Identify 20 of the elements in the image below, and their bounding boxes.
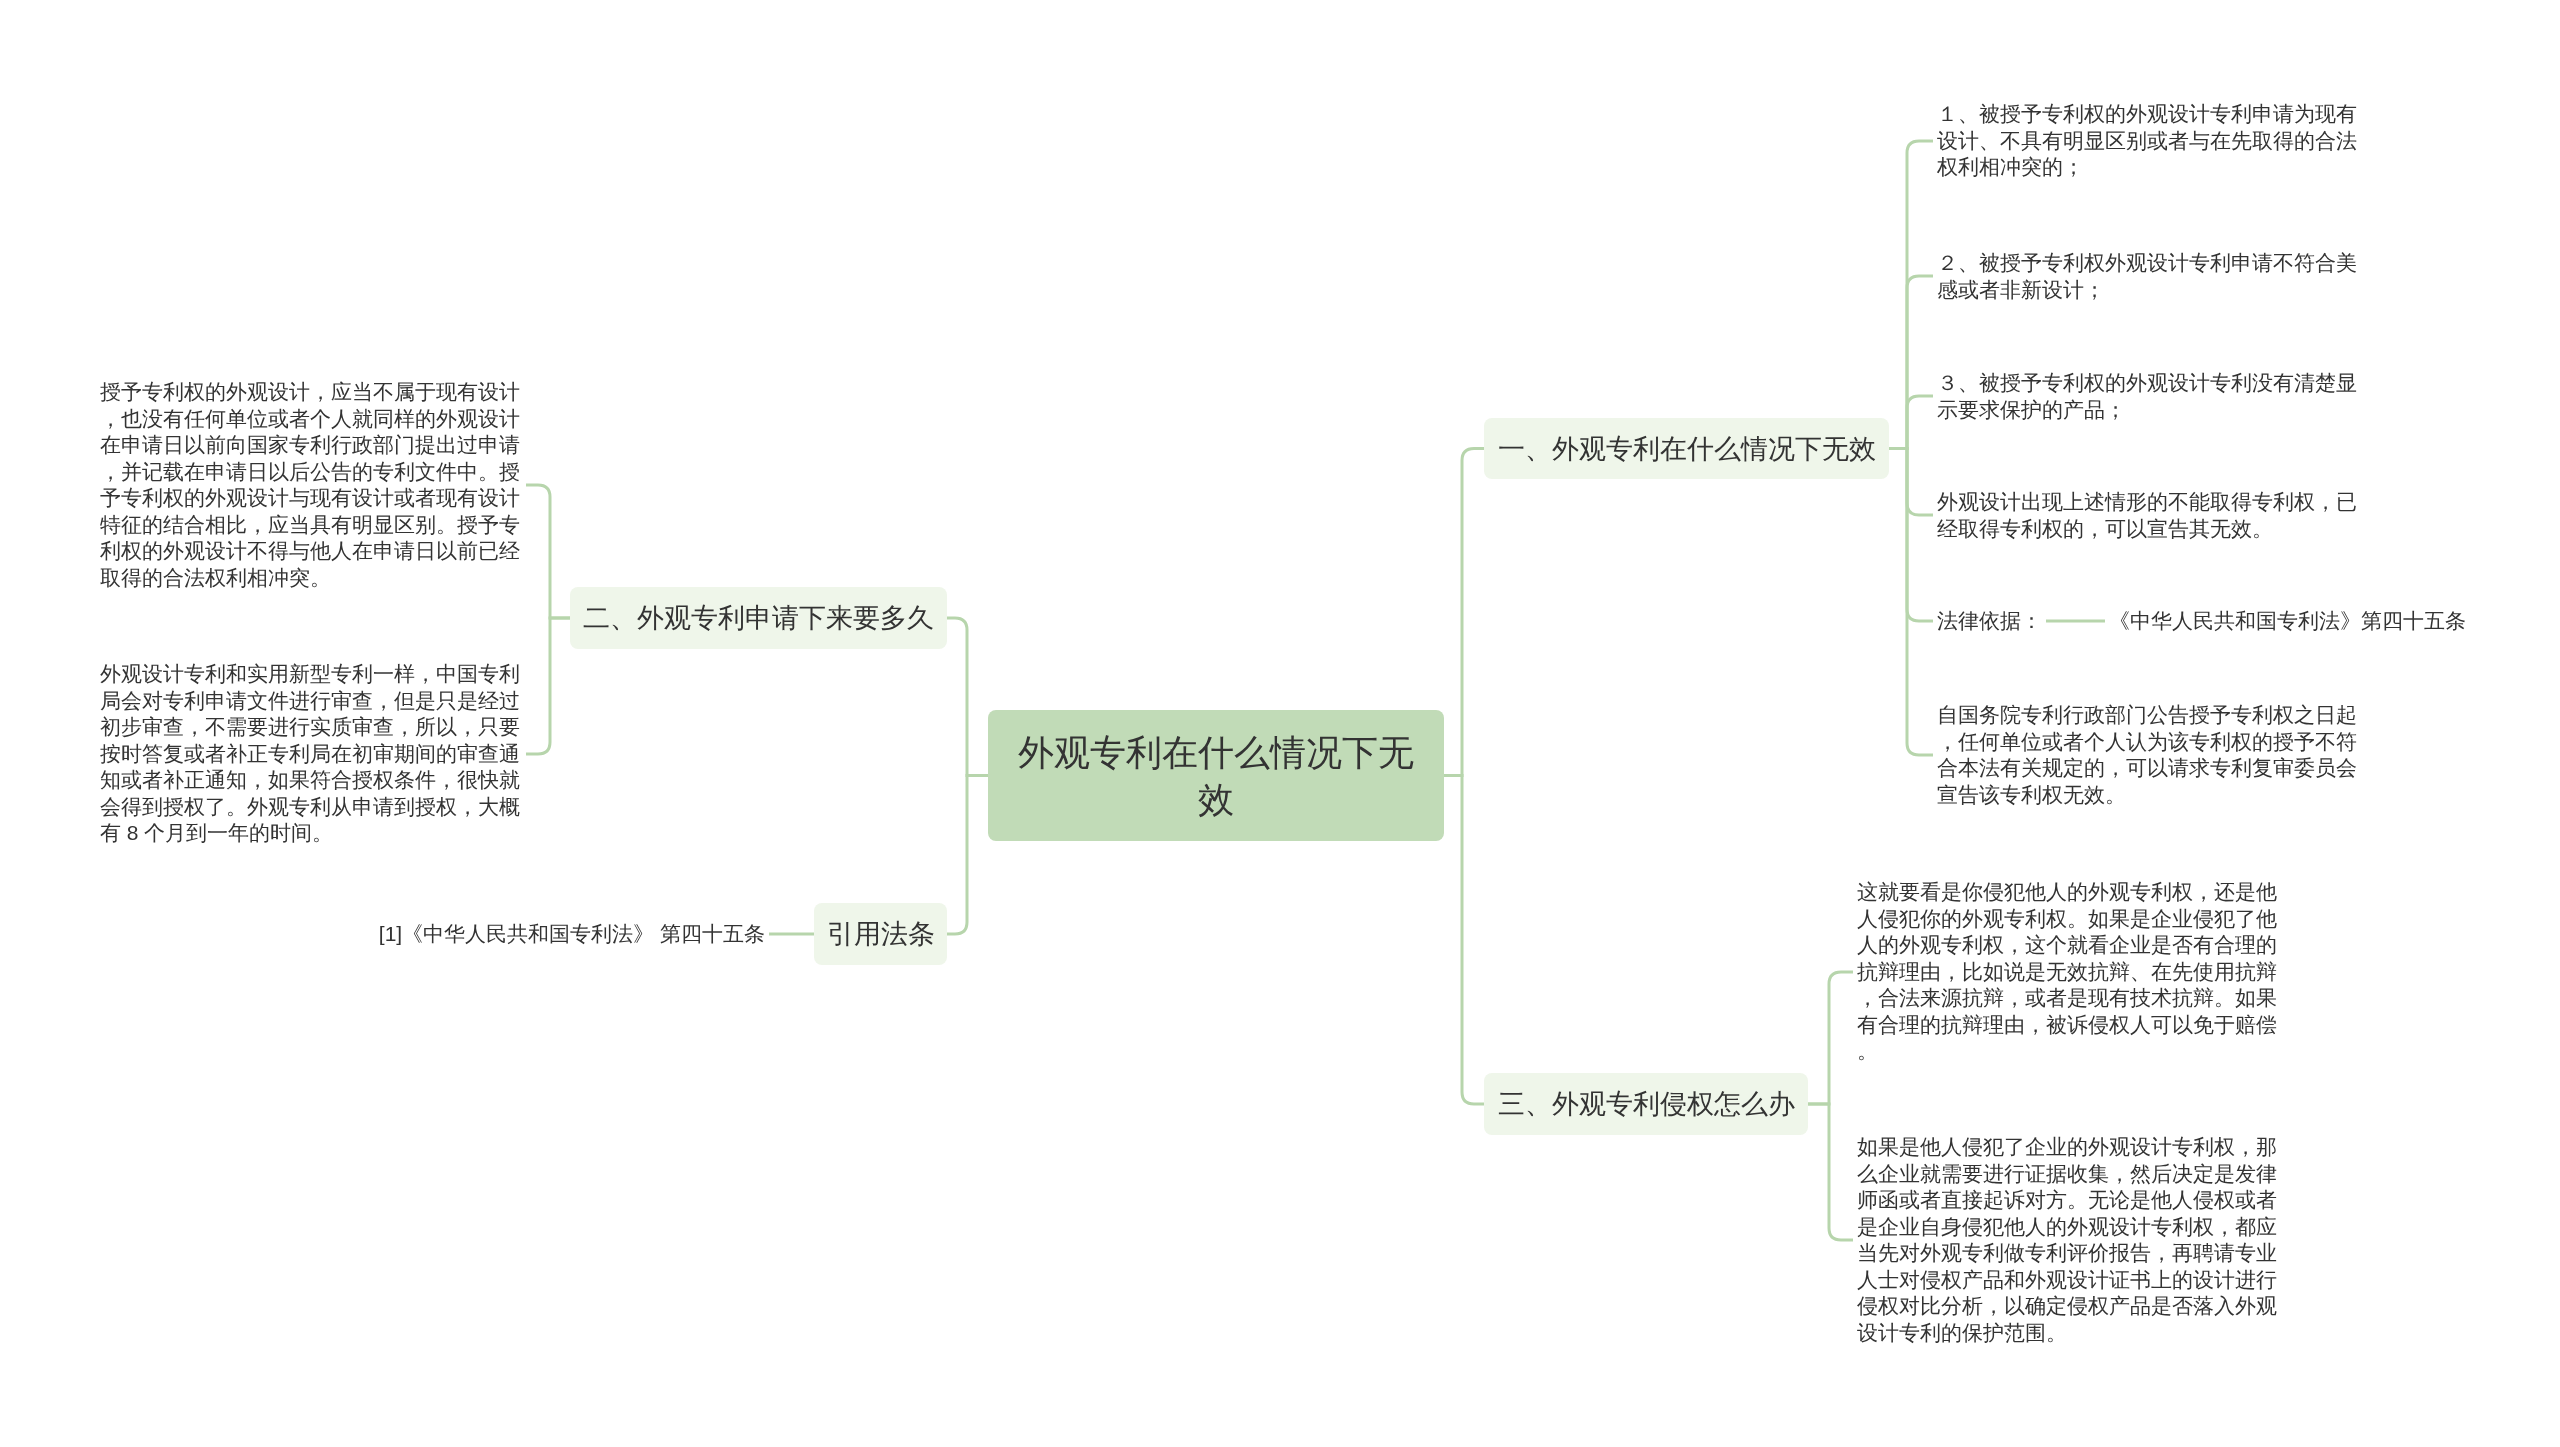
branch-topic: 二、外观专利申请下来要多久 — [570, 587, 947, 649]
connector-line — [769, 932, 814, 936]
connector-line — [2046, 619, 2105, 623]
connector-line — [947, 774, 988, 936]
branch-topic: 一、外观专利在什么情况下无效 — [1484, 418, 1889, 479]
note-text: 《中华人民共和国专利法》第四十五条 — [2105, 607, 2470, 635]
note-text: 外观设计专利和实用新型专利一样，中国专利局会对专利申请文件进行审查，但是只是经过初步审查，不需要进行实质审查，所以，只要按时答复或者补正专利局在初审期间的审查通知或者补正通知，如果符合授权条件，很快就会得到授权了。外观专利从申请到授权，大概有 8 个月到一年的时间。 — [96, 661, 526, 847]
branch-topic: 引用法条 — [814, 903, 947, 965]
note-text: ２、被授予专利权外观设计专利申请不符合美感或者非新设计； — [1933, 249, 2363, 303]
note-text: ３、被授予专利权的外观设计专利没有清楚显示要求保护的产品； — [1933, 369, 2363, 423]
note-text: １、被授予专利权的外观设计专利申请为现有设计、不具有明显区别或者与在先取得的合法权利相冲突的； — [1933, 101, 2363, 181]
central-topic: 外观专利在什么情况下无效 — [988, 710, 1444, 841]
branch-topic: 三、外观专利侵权怎么办 — [1484, 1073, 1808, 1135]
note-text: 法律依据： — [1933, 607, 2046, 635]
note-text: 授予专利权的外观设计，应当不属于现有设计，也没有任何单位或者个人就同样的外观设计在申请日以前向国家专利行政部门提出过申请，并记载在申请日以后公告的专利文件中。授予专利权的外观设计与现有设计或者现有设计特征的结合相比，应当具有明显区别。授予专利权的外观设计不得与他人在申请日以前已经取得的合法权利相冲突。 — [96, 379, 526, 591]
note-text: 自国务院专利行政部门公告授予专利权之日起，任何单位或者个人认为该专利权的授予不符合本法有关规定的，可以请求专利复审委员会宣告该专利权无效。 — [1933, 702, 2363, 808]
note-text: 如果是他人侵犯了企业的外观设计专利权，那么企业就需要进行证据收集，然后决定是发律师函或者直接起诉对方。无论是他人侵权或者是企业自身侵犯他人的外观设计专利权，都应当先对外观专利做专利评价报告，再聘请专业人士对侵权产品和外观设计证书上的设计进行侵权对比分析，以确定侵权产品是否落入外观设计专利的保护范围。 — [1853, 1134, 2283, 1346]
note-text: 外观设计出现上述情形的不能取得专利权，已经取得专利权的，可以宣告其无效。 — [1933, 488, 2363, 542]
note-text: 这就要看是你侵犯他人的外观专利权，还是他人侵犯你的外观专利权。如果是企业侵犯了他人的外观专利权，这个就看企业是否有合理的抗辩理由，比如说是无效抗辩、在先使用抗辩，合法来源抗辩，或者是现有技术抗辩。如果有合理的抗辩理由，被诉侵权人可以免于赔偿。 — [1853, 879, 2283, 1065]
note-text: [1]《中华人民共和国专利法》 第四十五条 — [374, 920, 769, 948]
